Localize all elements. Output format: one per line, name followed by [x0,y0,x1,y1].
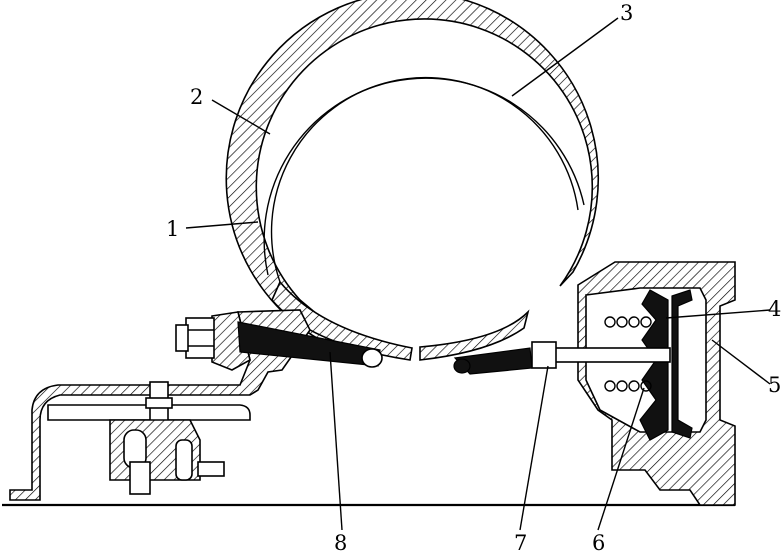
leader-6 [597,387,645,531]
left-bracket-inner [47,404,251,421]
leader-8 [329,351,343,531]
leader-7 [519,365,549,531]
callout-8: 8 [334,531,347,554]
drum-lining [270,76,579,283]
callout-4: 4 [768,297,781,321]
leader-3 [511,17,619,97]
spring-upper [604,316,652,328]
brake-shoe-right [419,309,530,361]
drum-outer-shell [225,0,600,361]
left-bracket [9,309,311,501]
callout-5: 5 [768,373,781,397]
callout-1: 1 [166,217,179,241]
wedge-tip-8 [361,348,383,368]
rod-coupler-7 [531,341,557,369]
left-bolt-head [185,317,215,359]
leader-4 [665,309,771,319]
callout-3: 3 [620,1,633,25]
push-rod-7 [549,347,671,363]
leader-2 [211,99,271,135]
callout-7: 7 [514,531,527,554]
leader-5 [711,339,771,385]
callout-2: 2 [190,85,203,109]
diaphragm-5 [671,289,693,439]
left-bolt-end [175,324,189,352]
spring-lower [604,380,652,392]
callout-6: 6 [592,531,605,554]
leader-1 [185,221,259,229]
drum-lining-inner [263,77,585,276]
